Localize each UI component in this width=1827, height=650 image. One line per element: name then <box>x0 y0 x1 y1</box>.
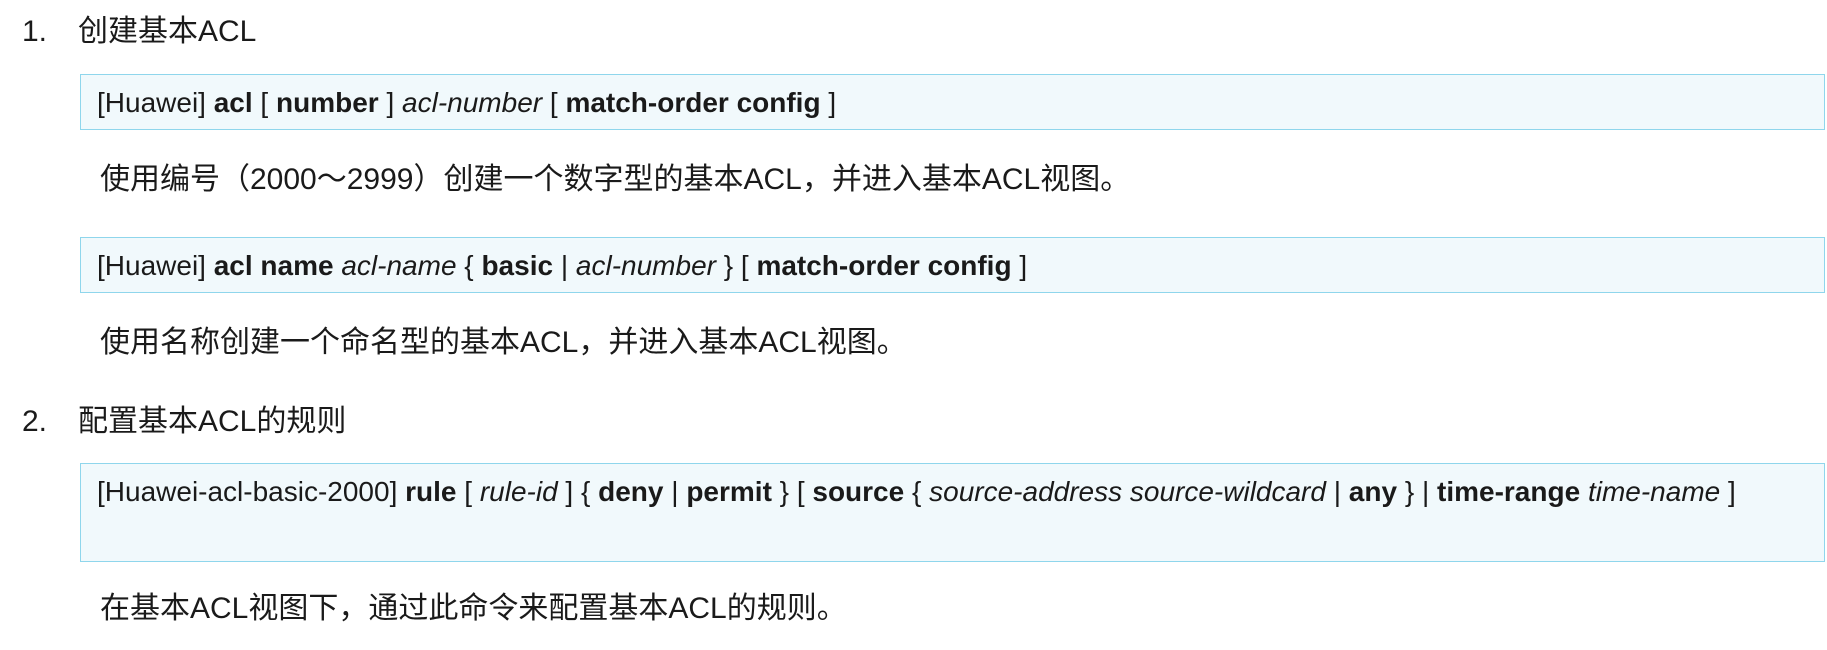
command-text: { <box>456 250 482 281</box>
command-keyword: basic <box>481 250 554 281</box>
command-text: [Huawei] <box>97 250 214 281</box>
command-text: } [ <box>771 476 813 507</box>
command-keyword: source <box>812 476 905 507</box>
command-text: [ <box>252 87 276 118</box>
command-parameter: acl-number <box>575 250 716 281</box>
section-title: 创建基本ACL <box>78 15 257 48</box>
command-keyword: any <box>1348 476 1398 507</box>
command-text: [Huawei] <box>97 87 214 118</box>
command-text: { <box>904 476 930 507</box>
command-text: } | <box>1397 476 1438 507</box>
command-keyword: number <box>276 87 379 118</box>
command-keyword: deny <box>598 476 664 507</box>
command-keyword: match-order config <box>565 87 821 118</box>
command-text: | <box>663 476 687 507</box>
command-description: 使用编号（2000～2999）创建一个数字型的基本ACL，并进入基本ACL视图。 <box>100 163 1131 196</box>
command-keyword: permit <box>686 476 772 507</box>
command-description: 使用名称创建一个命名型的基本ACL，并进入基本ACL视图。 <box>100 326 907 359</box>
command-keyword: acl <box>213 87 253 118</box>
command-text: ] <box>378 87 403 118</box>
command-text: ] <box>1011 250 1028 281</box>
section-number: 2. <box>22 405 48 438</box>
section-heading-1: 1. 创建基本ACL <box>22 12 256 52</box>
command-parameter: acl-name <box>341 250 457 281</box>
command-text: ] <box>1720 476 1736 507</box>
command-parameter: time-name <box>1587 476 1721 507</box>
command-text: } [ <box>715 250 757 281</box>
command-box: [Huawei] acl [ number ] acl-number [ mat… <box>80 74 1825 130</box>
command-text: | <box>553 250 576 281</box>
command-text: [ <box>456 476 480 507</box>
command-box: [Huawei] acl name acl-name { basic | acl… <box>80 237 1825 293</box>
command-description: 在基本ACL视图下，通过此命令来配置基本ACL的规则。 <box>100 592 847 625</box>
section-title: 配置基本ACL的规则 <box>78 405 347 438</box>
section-number: 1. <box>22 15 48 48</box>
command-text <box>1580 476 1588 507</box>
command-parameter: acl-number <box>402 87 543 118</box>
command-parameter: source-address source-wildcard <box>929 476 1326 507</box>
command-keyword: acl name <box>213 250 334 281</box>
command-keyword: rule <box>405 476 457 507</box>
section-heading-2: 2. 配置基本ACL的规则 <box>22 402 346 442</box>
command-text: [Huawei-acl-basic-2000] <box>97 476 406 507</box>
command-text: [ <box>542 87 566 118</box>
command-text: | <box>1325 476 1349 507</box>
command-parameter: rule-id <box>479 476 558 507</box>
command-text: ] <box>820 87 837 118</box>
command-text: ] { <box>557 476 599 507</box>
command-keyword: match-order config <box>756 250 1012 281</box>
command-keyword: time-range <box>1437 476 1581 507</box>
command-box: [Huawei-acl-basic-2000] rule [ rule-id ]… <box>80 463 1825 562</box>
